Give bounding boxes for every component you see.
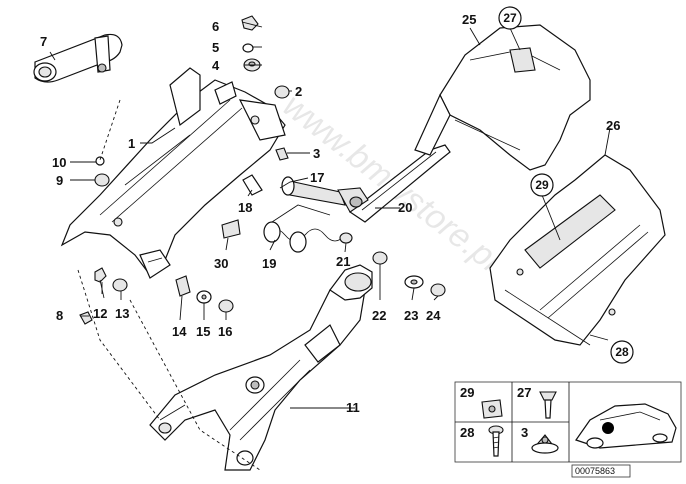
callout-labels: 7 1 6 5 4 2 3 10 9 17 18 20 30 19 21 8 1…: [40, 6, 634, 415]
callout-21: 21: [336, 254, 350, 269]
part-25-upper-trim-cover: [414, 24, 591, 171]
callout-24: 24: [426, 308, 441, 323]
part-11-lower-lever: [149, 264, 373, 471]
inset-cell-27: 27: [517, 385, 557, 419]
callout-8: 8: [56, 308, 63, 323]
callout-14: 14: [172, 324, 187, 339]
callout-11: 11: [346, 400, 360, 415]
callout-22: 22: [372, 308, 386, 323]
callout-28-circled: 28: [610, 340, 634, 364]
callout-20: 20: [398, 200, 412, 215]
leader-lines: [49, 21, 611, 471]
callout-9: 9: [56, 173, 63, 188]
part-19-spring: [263, 204, 346, 253]
callout-18: 18: [238, 200, 252, 215]
callout-29: 29: [535, 178, 549, 192]
part-7-hinge-clip: [33, 33, 123, 83]
callout-26: 26: [606, 118, 620, 133]
inset-label-29: 29: [460, 385, 474, 400]
part-18-clip: [242, 174, 263, 196]
callout-7: 7: [40, 34, 47, 49]
locator-dot: [602, 422, 614, 434]
callout-28: 28: [615, 345, 629, 359]
inset-cell-3: 3: [521, 425, 559, 454]
inset-cell-28: 28: [460, 425, 504, 457]
callout-6: 6: [212, 19, 219, 34]
inset-label-28: 28: [460, 425, 474, 440]
inset-cell-29: 29: [460, 385, 503, 419]
callout-10: 10: [52, 155, 66, 170]
callout-16: 16: [218, 324, 232, 339]
part-1-column-bracket: [60, 67, 286, 279]
callout-19: 19: [262, 256, 276, 271]
callout-1: 1: [128, 136, 135, 151]
inset-panel: 29 27 28 3 00075863: [454, 381, 682, 478]
callout-3: 3: [313, 146, 320, 161]
part-30-pad: [221, 219, 241, 239]
callout-5: 5: [212, 40, 219, 55]
callout-4: 4: [212, 58, 220, 73]
inset-label-27: 27: [517, 385, 531, 400]
callout-30: 30: [214, 256, 228, 271]
callout-29-circled: 29: [530, 173, 554, 197]
inset-label-3: 3: [521, 425, 528, 440]
part-17-cylinder: [281, 176, 369, 213]
callout-15: 15: [196, 324, 210, 339]
part-26-lower-trim-cover: [489, 154, 666, 346]
callout-2: 2: [295, 84, 302, 99]
callout-27-circled: 27: [498, 6, 522, 30]
inset-car-locator: [575, 403, 677, 449]
callout-25: 25: [462, 12, 476, 27]
callout-27: 27: [503, 11, 517, 25]
callout-13: 13: [115, 306, 129, 321]
callout-12: 12: [93, 306, 107, 321]
drawing-number: 00075863: [575, 466, 615, 476]
fastener-parts: [79, 15, 446, 325]
callout-17: 17: [310, 170, 324, 185]
callout-23: 23: [404, 308, 418, 323]
